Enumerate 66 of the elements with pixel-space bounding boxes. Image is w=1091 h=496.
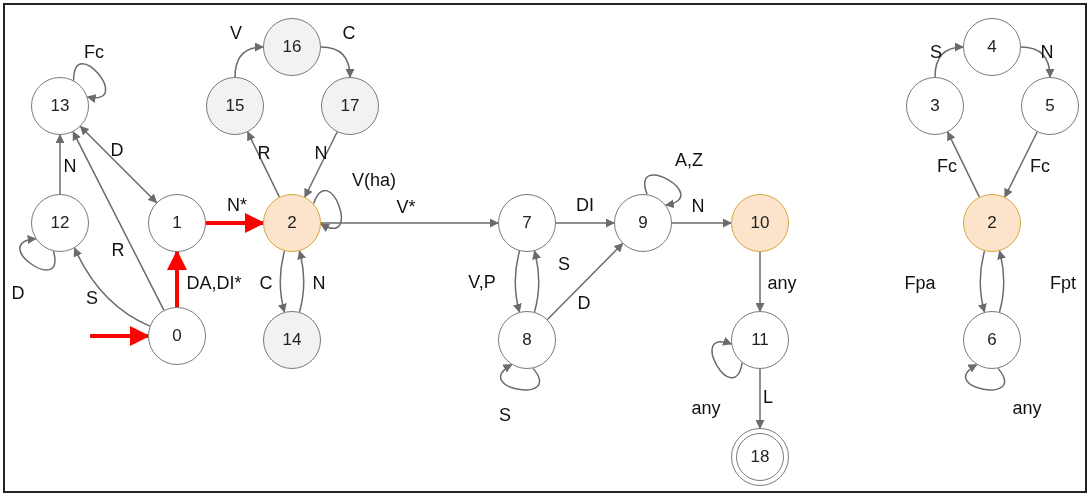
edge-label: D	[576, 294, 592, 312]
transition-arrow	[72, 131, 165, 311]
transition-arrow	[711, 337, 743, 379]
edge-label: S	[557, 255, 571, 273]
transition-arrow	[234, 42, 264, 78]
edge-label: Fc	[936, 157, 958, 175]
transition-arrow	[206, 213, 265, 233]
edge-label: Fpt	[1049, 274, 1077, 292]
transition-arrow	[79, 125, 158, 204]
transition-arrow	[304, 131, 338, 198]
transition-arrow	[90, 326, 150, 346]
transition-arrow	[671, 218, 732, 228]
edge-label: N	[311, 274, 327, 292]
transition-arrow	[755, 251, 765, 312]
transition-arrow	[320, 46, 355, 78]
edge-label: N	[62, 157, 78, 175]
transition-arrow	[55, 134, 65, 195]
edge-label: R	[256, 144, 272, 162]
edge-label: C	[258, 274, 274, 292]
transition-arrow	[532, 250, 541, 313]
transition-arrow	[978, 250, 987, 313]
transition-arrow	[546, 242, 624, 321]
transition-arrow	[964, 363, 1006, 391]
edge-label: S	[85, 289, 99, 307]
edge-label: any	[690, 399, 722, 417]
edge-label: R	[110, 241, 126, 259]
edge-label: L	[762, 388, 774, 406]
edge-label: N*	[226, 196, 248, 214]
edge-label: DI	[575, 196, 595, 214]
transition-arrow	[312, 190, 342, 232]
edge-label: N	[313, 144, 329, 162]
transition-arrow	[167, 250, 187, 307]
transition-arrow	[934, 42, 964, 78]
transition-arrow	[278, 250, 287, 313]
edge-label: V,P	[467, 273, 497, 291]
edge-label: Fc	[1029, 157, 1051, 175]
edge-label: DA,DI*	[185, 274, 243, 292]
transition-arrow	[997, 250, 1006, 313]
transition-arrow	[513, 250, 522, 313]
edge-label: V*	[395, 198, 417, 216]
transition-arrow	[1004, 131, 1038, 198]
transition-arrow	[19, 235, 56, 271]
edge-label: S	[929, 43, 943, 61]
transition-arrow	[246, 131, 281, 198]
transition-arrow	[72, 63, 107, 103]
transition-arrow	[320, 218, 499, 228]
transition-arrow	[1020, 46, 1055, 78]
edge-label: any	[766, 274, 798, 292]
transition-arrow	[946, 131, 981, 198]
edge-label: A,Z	[674, 151, 704, 169]
edge-label: N	[1039, 43, 1055, 61]
edge-label: N	[690, 197, 706, 215]
transition-arrow	[297, 250, 306, 313]
transition-arrow	[755, 368, 765, 429]
edge-label: S	[498, 406, 512, 424]
edge-label: D	[10, 284, 26, 302]
transition-arrow	[643, 174, 682, 208]
edge-label: C	[341, 24, 357, 42]
transition-arrow	[499, 363, 541, 391]
edge-label: any	[1011, 399, 1043, 417]
edge-label: V(ha)	[351, 171, 397, 189]
edge-label: D	[109, 141, 125, 159]
transition-arrow	[555, 218, 615, 228]
edge-label: Fc	[83, 43, 105, 61]
edge-label: V	[229, 24, 243, 42]
edge-label: Fpa	[903, 274, 937, 292]
